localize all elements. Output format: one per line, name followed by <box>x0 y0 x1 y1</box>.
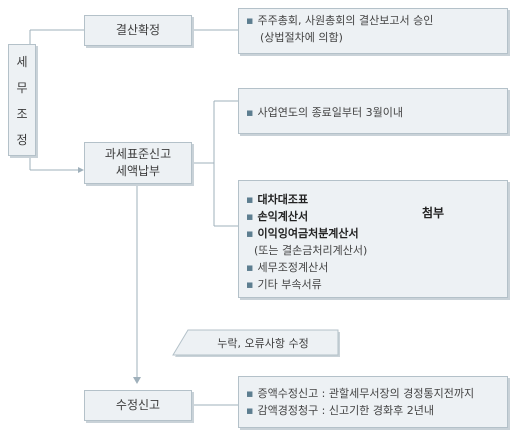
info-deadline-panel <box>238 88 508 134</box>
tax-adjustment-char: 세 <box>16 54 28 69</box>
bullet-icon: ▪ <box>246 227 254 240</box>
amendment-increase-item: ▪증액수정신고 : 관할세무서장의 경정통지전까지 <box>246 385 474 402</box>
arrow-to-step3 <box>133 377 141 384</box>
info-deadline-line1: 사업연도의 종료일부터 3월이내 <box>257 106 404 119</box>
bullet-icon: ▪ <box>246 278 254 291</box>
attachment-item: ▪기타 부속서류 <box>246 276 367 293</box>
bullet-icon: ▪ <box>246 106 254 119</box>
bullet-icon: ▪ <box>246 193 254 206</box>
tax-adjustment-char: 조 <box>16 106 28 121</box>
bullet-icon: ▪ <box>246 210 254 223</box>
step-tax-filing-line1: 과세표준신고 <box>104 147 172 161</box>
bullet-icon: ▪ <box>246 14 254 27</box>
attachment-retained-earnings: 이익잉여금처분계산서 <box>257 227 359 240</box>
info-settlement-text: ▪주주총회, 사원총회의 결산보고서 승인 (상법절차에 의함) <box>246 12 433 46</box>
amendment-decrease-text: 감액경정청구 : 신고기한 경화후 2년내 <box>257 404 434 417</box>
info-attachments-panel <box>238 180 508 298</box>
info-deadline-text: ▪사업연도의 종료일부터 3월이내 <box>246 104 403 121</box>
attachment-item: ▪손익계산서 <box>246 208 367 225</box>
attachment-other-documents: 기타 부속서류 <box>257 278 322 291</box>
attachment-item: ▪세무조정계산서 <box>246 259 367 276</box>
attachment-item: ▪이익잉여금처분계산서 <box>246 225 367 242</box>
attach-label: 첨부 <box>422 206 445 220</box>
note-correction-label: 누락, 오류사항 수정 <box>217 336 309 350</box>
tax-adjustment-label: 세 무 조 정 <box>16 53 27 148</box>
attachment-balance-sheet: 대차대조표 <box>257 193 309 206</box>
tax-adjustment-box: 세 무 조 정 <box>8 44 36 156</box>
amendment-decrease-item: ▪감액경정청구 : 신고기한 경화후 2년내 <box>246 402 474 419</box>
step-amended-return-box: 수정신고 <box>84 390 192 421</box>
info-amendment-panel <box>238 376 508 428</box>
attachment-tax-adjustment-statement: 세무조정계산서 <box>257 261 329 274</box>
info-settlement-line2: (상법절차에 의함) <box>260 31 343 44</box>
info-attachments-text: ▪대차대조표 ▪손익계산서 ▪이익잉여금처분계산서 (또는 결손금처리계산서) … <box>246 191 367 293</box>
info-settlement-panel <box>238 8 508 54</box>
attachment-deficit-note: (또는 결손금처리계산서) <box>254 244 368 257</box>
bullet-icon: ▪ <box>246 404 254 417</box>
step-settlement-label: 결산확정 <box>115 23 161 37</box>
bullet-icon: ▪ <box>246 261 254 274</box>
step-tax-filing-label: 과세표준신고 세액납부 <box>105 146 171 180</box>
tax-adjustment-char: 무 <box>16 80 28 95</box>
step-amended-return-label: 수정신고 <box>115 398 161 412</box>
bullet-icon: ▪ <box>246 387 254 400</box>
info-amendment-text: ▪증액수정신고 : 관할세무서장의 경정통지전까지 ▪감액경정청구 : 신고기한… <box>246 385 474 419</box>
info-settlement-line1-text: 주주총회, 사원총회의 결산보고서 승인 <box>257 14 434 27</box>
attachment-income-statement: 손익계산서 <box>257 210 309 223</box>
amendment-increase-text: 증액수정신고 : 관할세무서장의 경정통지전까지 <box>257 387 475 400</box>
attachment-item: ▪대차대조표 <box>246 191 367 208</box>
arrow-to-step2 <box>78 167 84 173</box>
step-tax-filing-box: 과세표준신고 세액납부 <box>84 142 192 184</box>
step-settlement-box: 결산확정 <box>84 15 192 46</box>
tax-adjustment-char: 정 <box>16 132 28 147</box>
info-settlement-line1: ▪주주총회, 사원총회의 결산보고서 승인 <box>246 12 433 29</box>
step-tax-filing-line2: 세액납부 <box>115 164 161 178</box>
